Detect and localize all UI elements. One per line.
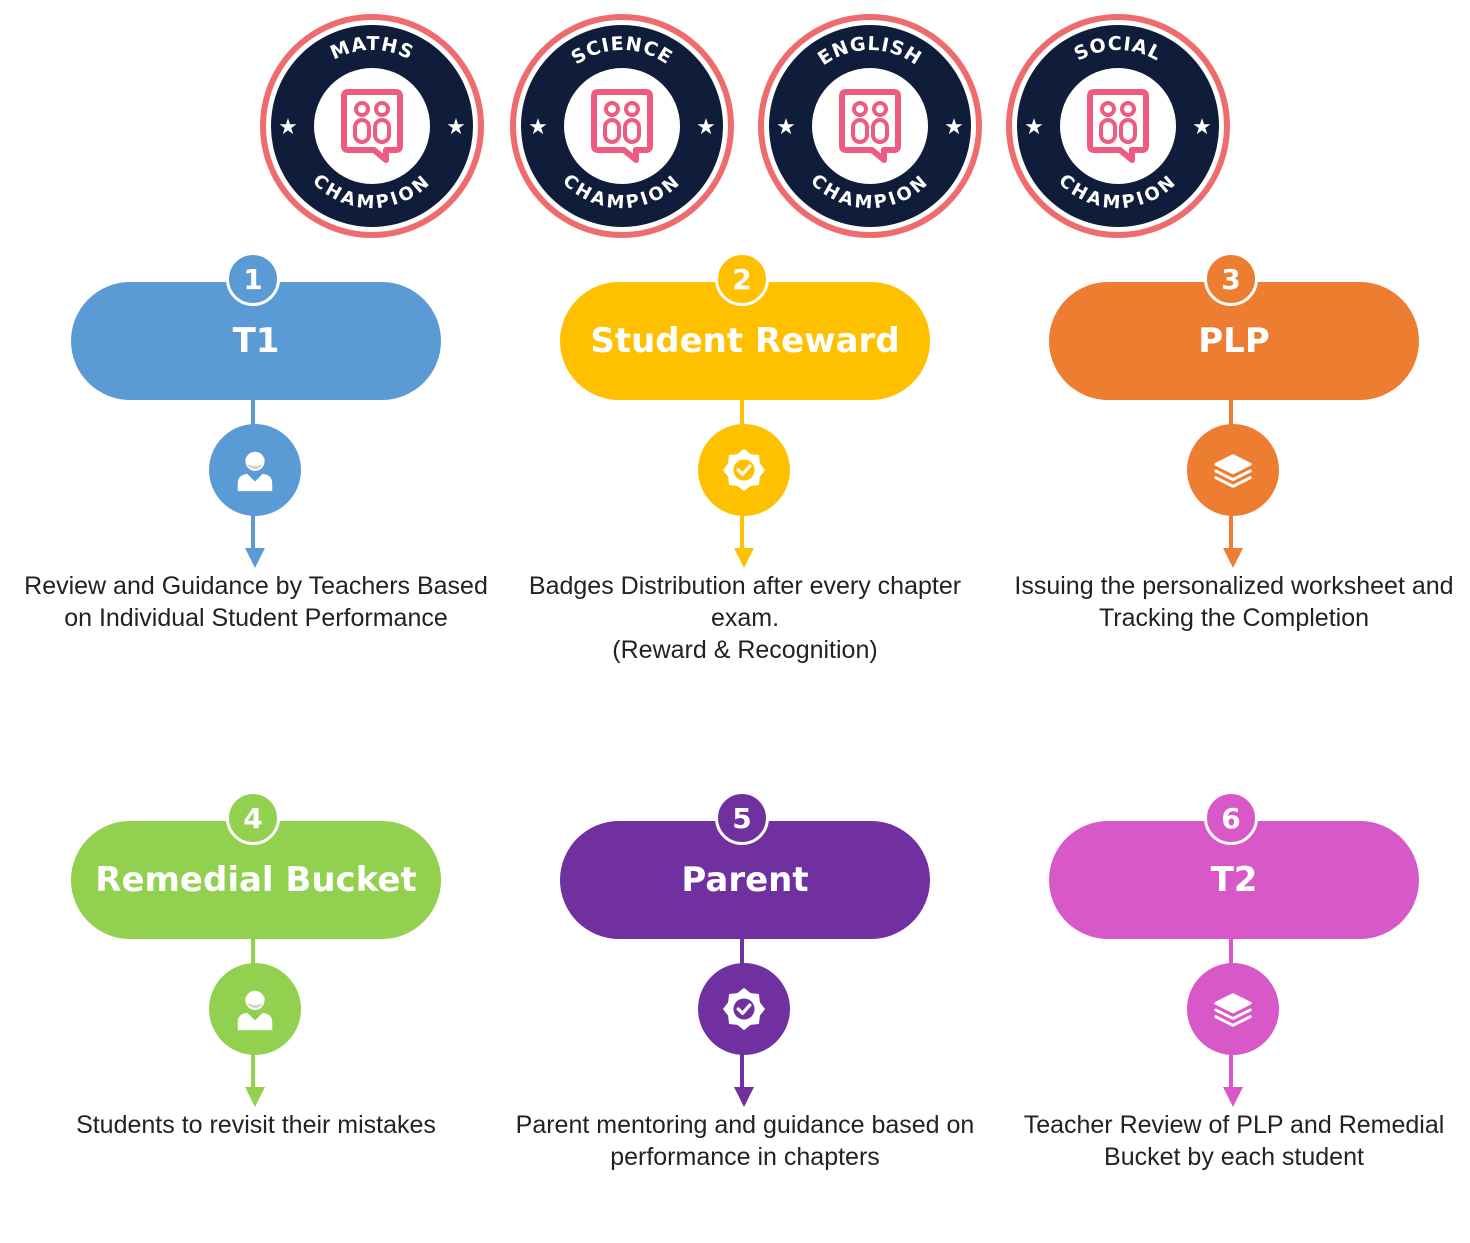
champion-badge-maths: MATHS CHAMPION ★ ★ <box>258 12 486 240</box>
step-3: PLP 3 Issuing the personalized worksheet… <box>1014 234 1454 704</box>
badge-check-icon <box>721 447 767 493</box>
star-icon: ★ <box>696 115 716 140</box>
step-4: Remedial Bucket 4 Students to revisit th… <box>71 773 441 1243</box>
step-description-line: exam. <box>710 604 780 632</box>
step-description: Review and Guidance by Teachers Based on … <box>9 570 503 634</box>
step-description-line: Bucket by each student <box>1104 1143 1364 1171</box>
step-title: Student Reward <box>590 321 900 361</box>
mascot-logo-icon <box>839 89 901 163</box>
step-number: 3 <box>1204 252 1258 306</box>
step-number: 1 <box>226 252 280 306</box>
arrow-down-icon <box>734 548 754 568</box>
step-icon-circle <box>698 963 790 1055</box>
step-description-line: Badges Distribution after every chapter <box>528 572 962 600</box>
arrow-down-icon <box>1223 1087 1243 1107</box>
mascot-logo-icon <box>341 89 403 163</box>
champion-badge-science: SCIENCE CHAMPION ★ ★ <box>508 12 736 240</box>
step-pill: Student Reward <box>560 282 930 400</box>
step-title: T2 <box>1210 860 1258 900</box>
arrow-down-icon <box>734 1087 754 1107</box>
arrow-down-icon <box>1223 548 1243 568</box>
step-description-line: Issuing the personalized worksheet and <box>1014 572 1454 600</box>
mascot-logo-icon <box>591 89 653 163</box>
champion-badge-social: SOCIAL CHAMPION ★ ★ <box>1004 12 1232 240</box>
teacher-icon <box>232 986 278 1032</box>
step-description-line: on Individual Student Performance <box>64 604 448 632</box>
step-number: 4 <box>226 791 280 845</box>
step-description-line: performance in chapters <box>610 1143 880 1171</box>
step-title: Remedial Bucket <box>95 860 417 900</box>
star-icon: ★ <box>944 115 964 140</box>
stack-icon <box>1210 447 1256 493</box>
step-icon-circle <box>209 424 301 516</box>
star-icon: ★ <box>1024 115 1044 140</box>
star-icon: ★ <box>1192 115 1212 140</box>
step-icon-circle <box>1187 424 1279 516</box>
star-icon: ★ <box>528 115 548 140</box>
step-description: Badges Distribution after every chapter e… <box>498 570 992 666</box>
arrow-down-icon <box>245 548 265 568</box>
badge-check-icon <box>721 986 767 1032</box>
step-description-line: Students to revisit their mistakes <box>76 1111 436 1139</box>
step-2: Student Reward 2 Badges Distribution aft… <box>529 234 961 704</box>
step-5: Parent 5 Parent mentoring and guidance b… <box>516 773 974 1243</box>
star-icon: ★ <box>776 115 796 140</box>
step-description: Parent mentoring and guidance based on pe… <box>498 1109 992 1173</box>
step-title: Parent <box>681 860 809 900</box>
star-icon: ★ <box>278 115 298 140</box>
step-description-line: Tracking the Completion <box>1098 604 1370 632</box>
step-1: T1 1 Review and Guidance by Teachers Bas… <box>24 234 488 704</box>
arrow-down-icon <box>245 1087 265 1107</box>
mascot-logo-icon <box>1087 89 1149 163</box>
step-number: 6 <box>1204 791 1258 845</box>
step-title: PLP <box>1198 321 1270 361</box>
step-icon-circle <box>1187 963 1279 1055</box>
champion-badge-english: ENGLISH CHAMPION ★ ★ <box>756 12 984 240</box>
step-description-line: Parent mentoring and guidance based on <box>515 1111 975 1139</box>
step-number: 2 <box>715 252 769 306</box>
step-description-line: (Reward & Recognition) <box>612 636 878 664</box>
step-title: T1 <box>232 321 280 361</box>
step-description: Students to revisit their mistakes <box>9 1109 503 1141</box>
step-description-line: Teacher Review of PLP and Remedial <box>1023 1111 1445 1139</box>
stack-icon <box>1210 986 1256 1032</box>
step-icon-circle <box>698 424 790 516</box>
step-description-line: Review and Guidance by Teachers Based <box>24 572 488 600</box>
step-pill: PLP <box>1049 282 1419 400</box>
step-icon-circle <box>209 963 301 1055</box>
star-icon: ★ <box>446 115 466 140</box>
step-number: 5 <box>715 791 769 845</box>
teacher-icon <box>232 447 278 493</box>
